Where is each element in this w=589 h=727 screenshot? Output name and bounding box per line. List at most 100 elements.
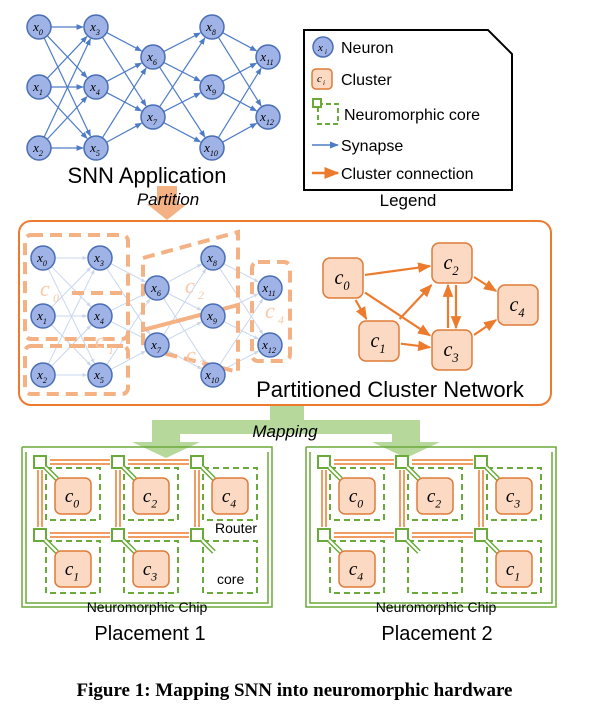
cluster-edge <box>398 284 433 320</box>
snn-neuron-x11: x11 <box>255 44 281 70</box>
placed-cluster-label: c0 <box>349 486 363 511</box>
partition-neuron-x11: x11 <box>257 275 283 301</box>
snn-neuron-x1: x1 <box>26 74 52 100</box>
synapse-edge <box>219 298 264 366</box>
router-node <box>395 528 409 542</box>
partitioned-network-title: Partitioned Cluster Network <box>256 377 525 402</box>
cluster-edge <box>400 340 432 352</box>
placed-cluster: c3 <box>132 550 170 588</box>
cluster-network-nodes: c0 c1 c2 c3 c4 <box>322 242 539 371</box>
neuron-label: x10 <box>204 367 219 385</box>
neuron-label: x9 <box>205 79 216 97</box>
legend: x i Neuron c i Cluster Neuromorphic core… <box>303 29 513 191</box>
mapping-arrow <box>132 406 440 458</box>
placed-cluster-label: c1 <box>65 559 79 584</box>
legend-core-icon <box>312 98 339 125</box>
neuron-label: x3 <box>93 250 104 268</box>
cluster-node-label: c3 <box>443 339 458 365</box>
neuron-label: x2 <box>32 140 43 158</box>
cluster-edge <box>364 262 432 277</box>
partitioned-network-frame <box>18 220 552 406</box>
router-node <box>474 528 488 542</box>
placement-1-chip-label: Neuromorphic Chip <box>87 599 208 615</box>
synapse-edge <box>110 350 146 370</box>
partition-neuron-x3: x3 <box>87 245 113 271</box>
legend-neuron-icon <box>312 36 334 58</box>
cluster-node-c1: c1 <box>358 320 400 362</box>
snn-neuron-x12: x12 <box>255 104 281 130</box>
svg-text:3: 3 <box>198 357 205 371</box>
router-node <box>33 455 47 469</box>
partition-dashed-groups <box>23 229 292 396</box>
neuron-label: x5 <box>89 140 100 158</box>
placed-cluster: c2 <box>416 477 454 515</box>
synapse-edge <box>219 267 264 335</box>
legend-neuron-sub: i <box>325 48 327 56</box>
synapse-edge <box>110 320 146 340</box>
cluster-node-c4: c4 <box>497 284 539 326</box>
neuron-label: x2 <box>36 367 47 385</box>
cluster-node-label: c2 <box>443 252 458 278</box>
neuromorphic-core: c1 <box>474 528 542 594</box>
neuron-label: x9 <box>206 308 217 326</box>
cluster-node-c3: c3 <box>431 329 473 371</box>
core-label: core <box>217 571 244 587</box>
neuromorphic-core: c4 <box>190 455 258 521</box>
router-links <box>37 459 200 538</box>
synapse-edge <box>47 269 95 365</box>
svg-text:2: 2 <box>198 288 204 302</box>
partition-neuron-x8: x8 <box>200 245 226 271</box>
placed-cluster-label: c1 <box>506 559 520 584</box>
placed-cluster: c4 <box>211 477 249 515</box>
placed-cluster: c4 <box>338 550 376 588</box>
neuron-label: x1 <box>32 79 43 97</box>
neuron-label: x10 <box>203 140 218 158</box>
snn-neuron-x3: x3 <box>83 14 109 40</box>
router-node <box>474 455 488 469</box>
synapse-edge <box>110 263 146 283</box>
placed-cluster-label: c4 <box>222 486 236 511</box>
partition-neuron-x5: x5 <box>87 362 113 388</box>
snn-neuron-x4: x4 <box>83 74 109 100</box>
router-node <box>111 455 125 469</box>
snn-neuron-x6: x6 <box>140 44 166 70</box>
synapse-edge <box>217 67 262 139</box>
neuron-label: x11 <box>259 49 273 67</box>
placed-cluster-label: c3 <box>143 559 157 584</box>
legend-synapse-label: Synapse <box>341 138 403 155</box>
synapse-edge <box>163 32 202 53</box>
cluster-edge <box>364 291 432 337</box>
neuromorphic-core: c3 <box>474 455 542 521</box>
partition-neuron-x10: x10 <box>200 362 226 388</box>
neuromorphic-core <box>395 528 463 594</box>
partition-neuron-x6: x6 <box>144 275 170 301</box>
cluster-node-label: c4 <box>509 294 524 320</box>
cluster-edge <box>473 276 498 292</box>
synapse-edge <box>106 122 143 143</box>
cluster-node-label: c0 <box>334 267 350 293</box>
snn-neuron-x10: x10 <box>199 135 225 161</box>
synapse-edge <box>223 320 259 340</box>
partition-neuron-x9: x9 <box>200 303 226 329</box>
synapse-edge <box>223 263 259 283</box>
snn-neuron-x5: x5 <box>83 135 109 161</box>
placed-cluster: c0 <box>338 477 376 515</box>
placed-cluster: c1 <box>54 550 92 588</box>
neuron-label: x4 <box>93 308 104 326</box>
neuron-label: x0 <box>32 19 43 37</box>
snn-neuron-x9: x9 <box>199 74 225 100</box>
neuromorphic-core: c0 <box>317 455 385 521</box>
synapse-edge <box>43 38 92 138</box>
synapse-edge <box>167 263 202 283</box>
router-links <box>321 459 484 538</box>
legend-cluster-label: Cluster <box>341 72 392 89</box>
cluster-node-label: c1 <box>370 330 385 356</box>
placement-2-chip: c0 c2 c3 c4 c1 <box>305 446 557 608</box>
neuron-label: x7 <box>150 337 162 355</box>
router-node <box>33 528 47 542</box>
snn-neuron-x2: x2 <box>26 135 52 161</box>
placed-cluster: c1 <box>495 550 533 588</box>
